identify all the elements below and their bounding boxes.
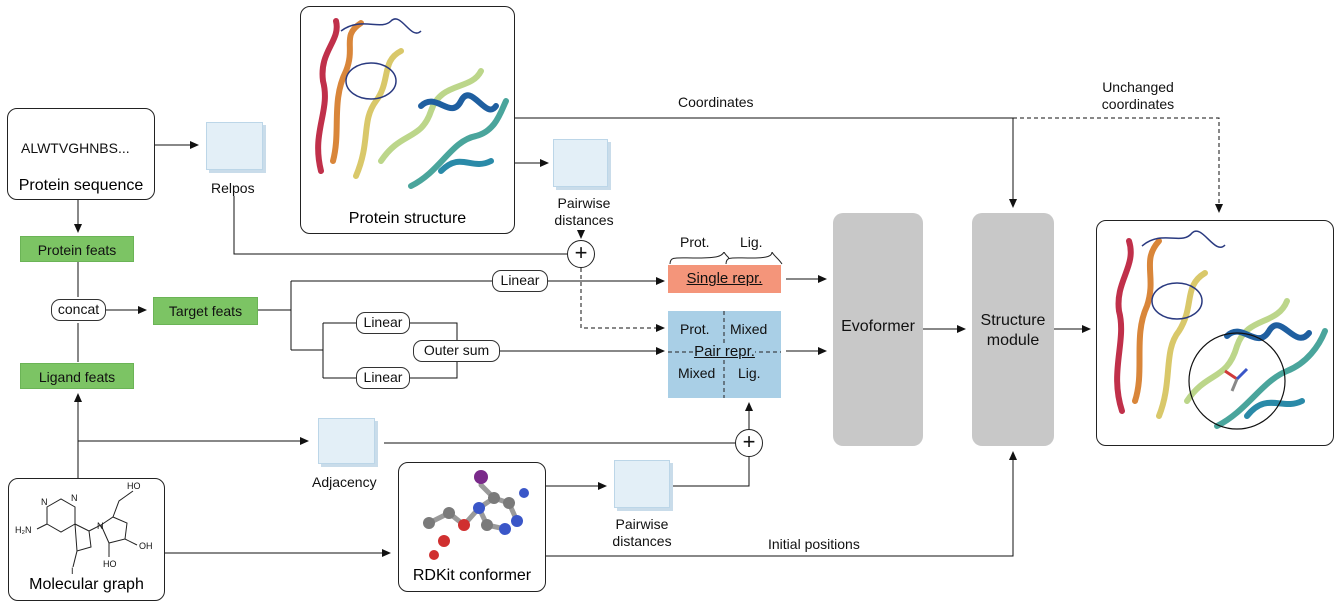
ligand-pairwise-label: Pairwise distances — [612, 516, 672, 549]
protein-sequence-box: ALWTVGHNBS... Protein sequence — [7, 108, 155, 200]
pair-repr-label-wrap: Pair repr. — [668, 343, 781, 360]
conformer-render — [423, 470, 529, 560]
pair-repr-label: Pair repr. — [694, 343, 755, 360]
rdkit-conformer-box: RDKit conformer — [398, 462, 546, 592]
pair-lig-label: Lig. — [738, 365, 761, 381]
unchanged-coordinates-label: Unchanged coordinates — [1101, 79, 1175, 112]
sum-node-protein: + — [567, 240, 595, 268]
molecular-graph-box: N N H₂N N I HO OH HO Molecular graph — [8, 478, 165, 601]
target-feats: Target feats — [153, 297, 258, 325]
output-structure-render — [1114, 230, 1328, 430]
linear-pair-bottom: Linear — [356, 367, 410, 389]
rdkit-conformer-caption: RDKit conformer — [412, 567, 532, 584]
atom-n3: N — [97, 521, 104, 531]
protein-pairwise-embedding — [553, 139, 608, 187]
protein-structure-render — [315, 18, 509, 189]
outer-sum-op: Outer sum — [413, 340, 500, 362]
sum-node-ligand: + — [735, 429, 763, 457]
protein-structure-caption: Protein structure — [348, 210, 467, 227]
linear-pair-top: Linear — [356, 312, 410, 334]
single-repr-label: Single repr. — [686, 270, 763, 287]
pair-mixed-top-label: Mixed — [730, 321, 768, 337]
linear-single: Linear — [492, 270, 548, 292]
atom-oh-right: OH — [139, 541, 153, 551]
relpos-label: Relpos — [211, 180, 255, 196]
structure-module: Structure module — [972, 213, 1054, 446]
atom-n1: N — [41, 497, 48, 507]
protein-sequence-caption: Protein sequence — [18, 177, 144, 194]
initial-positions-label: Initial positions — [768, 536, 860, 552]
concat-op: concat — [51, 299, 106, 321]
arrow-initial-positions — [546, 451, 1017, 557]
molecular-graph-drawing: N N H₂N N I HO OH HO — [15, 481, 153, 574]
structure-module-label: Structure module — [980, 312, 1046, 349]
atom-ho-bottom: HO — [103, 559, 117, 569]
atom-ho-top: HO — [127, 481, 141, 491]
atom-iodine: I — [71, 566, 74, 574]
wire-linear-bot-out — [410, 362, 458, 379]
relpos-embedding — [206, 122, 263, 170]
wire-pairwise2-plus — [672, 457, 750, 487]
atom-nh2: H₂N — [15, 525, 32, 535]
single-brace — [669, 252, 783, 265]
wire-plus-pair — [580, 268, 665, 332]
atom-n2: N — [71, 493, 78, 503]
pair-mixed-bottom-label: Mixed — [678, 365, 716, 381]
protein-pairwise-label: Pairwise distances — [554, 195, 614, 228]
adjacency-label: Adjacency — [312, 474, 377, 490]
sequence-text: ALWTVGHNBS... — [21, 140, 130, 156]
molecular-graph-caption: Molecular graph — [29, 576, 144, 593]
protein-structure-box: Protein structure — [300, 6, 515, 234]
pair-prot-label: Prot. — [680, 321, 710, 337]
output-structure-box — [1096, 220, 1334, 446]
ligand-feats: Ligand feats — [20, 363, 134, 389]
arrow-unchanged-coordinates — [1013, 117, 1223, 213]
ligand-pairwise-embedding — [614, 460, 670, 508]
adjacency-embedding — [318, 418, 375, 464]
coordinates-label: Coordinates — [678, 94, 754, 110]
single-prot-label: Prot. — [680, 234, 710, 250]
single-repr: Single repr. — [668, 265, 781, 293]
single-lig-label: Lig. — [740, 234, 763, 250]
evoformer-module: Evoformer — [833, 213, 923, 446]
wire-relpos-plus — [233, 196, 567, 255]
evoformer-label: Evoformer — [841, 318, 915, 335]
pair-repr: Prot. Mixed Mixed Lig. Pair repr. — [668, 311, 781, 398]
protein-feats: Protein feats — [20, 236, 134, 262]
wire-linear-top-out — [410, 322, 458, 340]
